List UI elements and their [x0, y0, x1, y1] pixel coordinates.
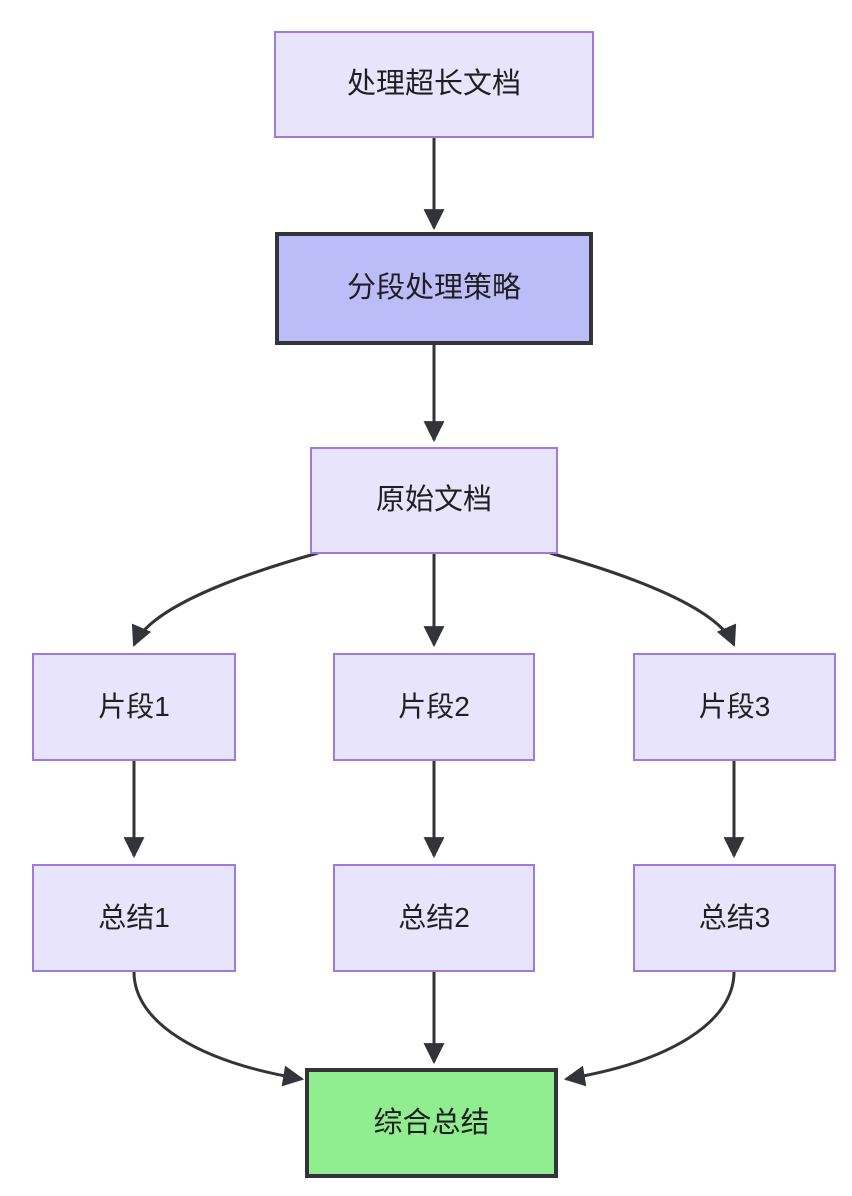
node-start-label: 处理超长文档	[346, 68, 521, 101]
node-chunk3-label: 片段3	[698, 691, 771, 723]
edge-source-doc-to-chunk1	[131, 551, 319, 647]
node-summary3-label: 总结3	[698, 902, 771, 934]
node-chunk1-label: 片段1	[98, 691, 170, 723]
node-summary3[interactable]: 总结3	[633, 864, 836, 972]
node-source-doc[interactable]: 原始文档	[310, 447, 558, 554]
node-summary2[interactable]: 总结2	[333, 864, 535, 972]
node-summary1[interactable]: 总结1	[32, 864, 236, 972]
node-start[interactable]: 处理超长文档	[274, 31, 594, 138]
node-summary2-label: 总结2	[398, 902, 470, 934]
node-final[interactable]: 综合总结	[305, 1068, 558, 1178]
node-chunk1[interactable]: 片段1	[32, 653, 236, 761]
edge-source-doc-to-chunk3	[549, 551, 737, 647]
node-chunk2-label: 片段2	[398, 691, 470, 723]
node-summary1-label: 总结1	[98, 902, 170, 934]
node-chunk3[interactable]: 片段3	[633, 653, 836, 761]
node-strategy-label: 分段处理策略	[346, 272, 521, 305]
node-final-label: 综合总结	[373, 1106, 490, 1139]
node-strategy[interactable]: 分段处理策略	[275, 232, 593, 345]
node-source-doc-label: 原始文档	[375, 484, 492, 517]
edge-summary3-to-final	[563, 971, 736, 1087]
node-chunk2[interactable]: 片段2	[333, 653, 535, 761]
edge-summary1-to-final	[132, 971, 305, 1087]
